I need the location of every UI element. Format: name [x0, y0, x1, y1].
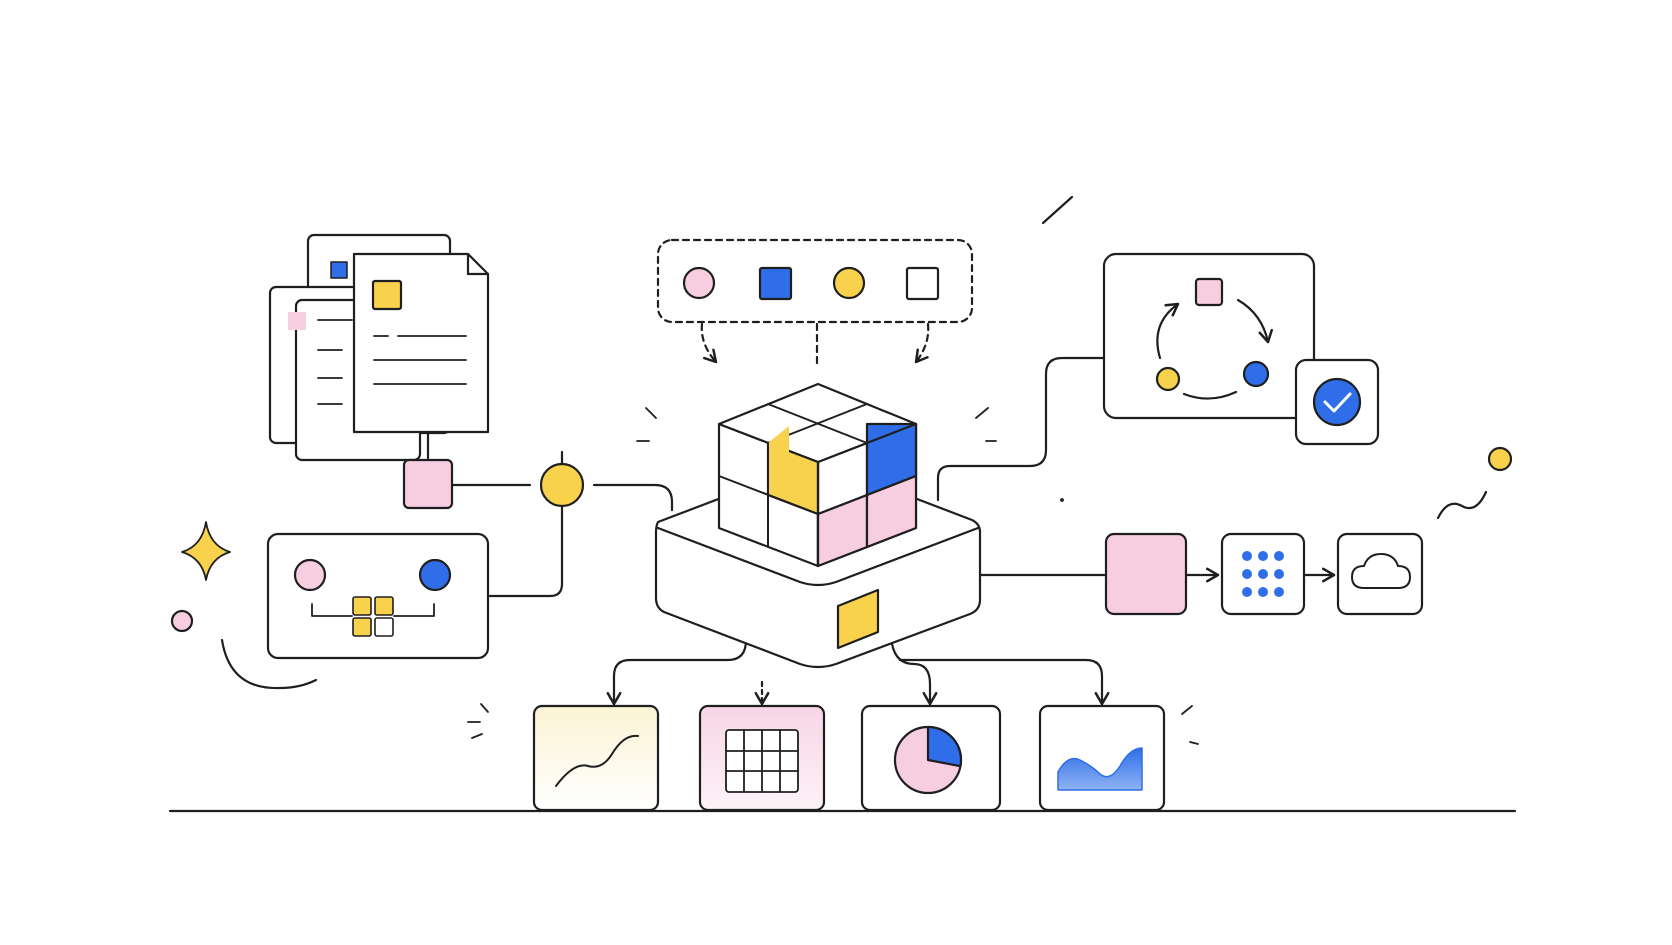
legend-pink-circle — [682, 266, 716, 300]
legend-blue-square — [758, 266, 793, 301]
cycle-pink-square — [1194, 277, 1224, 307]
doc-yellow-square — [371, 279, 403, 311]
sparkle-icon — [181, 521, 231, 581]
hub-yellow-tag — [836, 588, 880, 650]
yellow-node — [539, 462, 585, 508]
shape-card — [266, 532, 490, 660]
line-chart-icon — [555, 734, 639, 787]
flow-pink-block — [1104, 532, 1188, 616]
doc-blue-square — [330, 261, 348, 279]
doc-pink-square — [288, 312, 306, 330]
check-card — [1294, 358, 1380, 446]
burst-marks — [467, 407, 1199, 745]
line-chart-card — [532, 704, 660, 812]
legend-yellow-circle — [832, 266, 866, 300]
decor-yellow-dot — [1487, 446, 1513, 472]
table-card — [698, 704, 826, 812]
card-pink-circle — [293, 558, 327, 592]
decor-pink-dot — [170, 609, 194, 633]
cycle-card — [1102, 252, 1316, 420]
card-blue-circle — [418, 558, 452, 592]
documents-stack-icon — [268, 233, 490, 462]
area-chart-card — [1038, 704, 1166, 812]
connectors — [220, 195, 1488, 706]
dot-grid-icon — [1242, 551, 1284, 597]
cycle-blue-dot — [1242, 360, 1270, 388]
cloud-icon — [1351, 553, 1411, 589]
pie-slice-blue — [926, 725, 963, 768]
legend-white-square — [905, 266, 940, 301]
data-cube-icon — [654, 382, 982, 669]
pie-chart-card — [860, 704, 1002, 812]
shape-legend — [656, 238, 974, 324]
mini-grid-icon — [352, 596, 394, 637]
checkmark-icon — [1323, 392, 1352, 413]
pink-node — [402, 458, 454, 510]
dot-grid-card — [1220, 532, 1306, 616]
area-chart-icon — [1057, 747, 1143, 791]
cycle-yellow-dot — [1155, 366, 1181, 392]
cycle-arrows-icon — [1156, 302, 1180, 360]
cloud-card — [1336, 532, 1424, 616]
table-grid-icon — [725, 729, 799, 793]
